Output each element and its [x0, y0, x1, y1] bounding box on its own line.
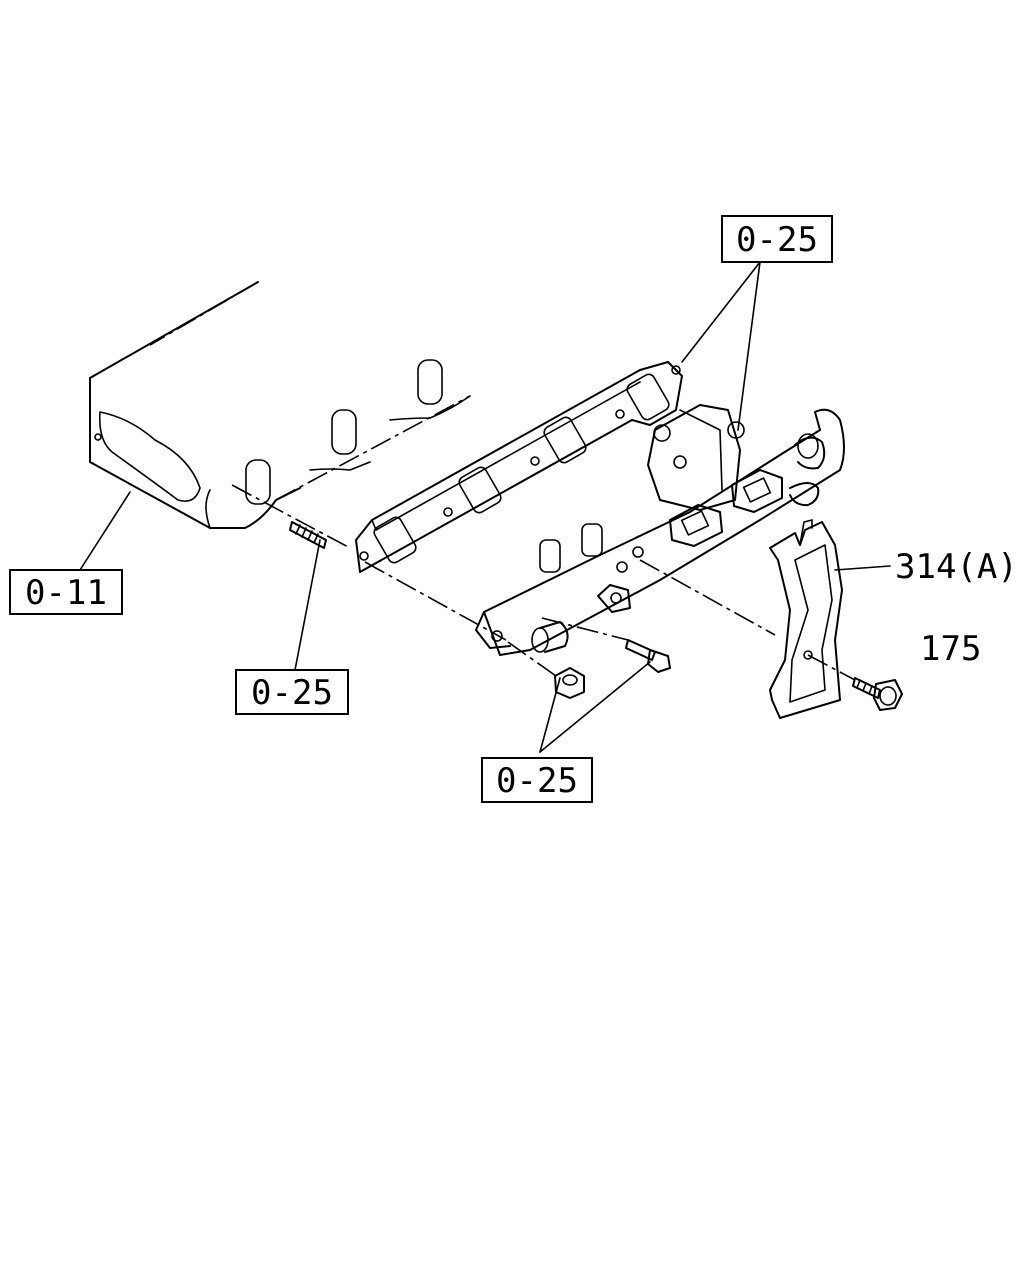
callout-ref-bottom-label: 0-25 — [496, 761, 578, 801]
callout-ref-left-label: 0-11 — [25, 573, 107, 613]
callout-ref-stud-label: 0-25 — [251, 673, 333, 713]
leader-lines — [79, 261, 891, 753]
heat-shield-bracket — [769, 519, 843, 719]
callout-ref-top: 0-25 — [721, 215, 833, 263]
callout-ref-stud: 0-25 — [235, 669, 349, 715]
stud — [289, 521, 327, 549]
part-label-bolt: 175 — [920, 629, 981, 669]
bracket-bolt — [852, 677, 903, 711]
manifold-bolt — [625, 639, 671, 673]
callout-ref-left: 0-11 — [9, 569, 123, 615]
callout-ref-bottom: 0-25 — [481, 757, 593, 803]
callout-ref-top-label: 0-25 — [736, 220, 818, 260]
exhaust-manifold — [475, 404, 845, 656]
cylinder-head — [89, 281, 471, 529]
manifold-gasket — [355, 361, 683, 573]
part-label-bracket: 314(A) — [895, 547, 1018, 587]
assembly-center-lines — [231, 484, 856, 681]
